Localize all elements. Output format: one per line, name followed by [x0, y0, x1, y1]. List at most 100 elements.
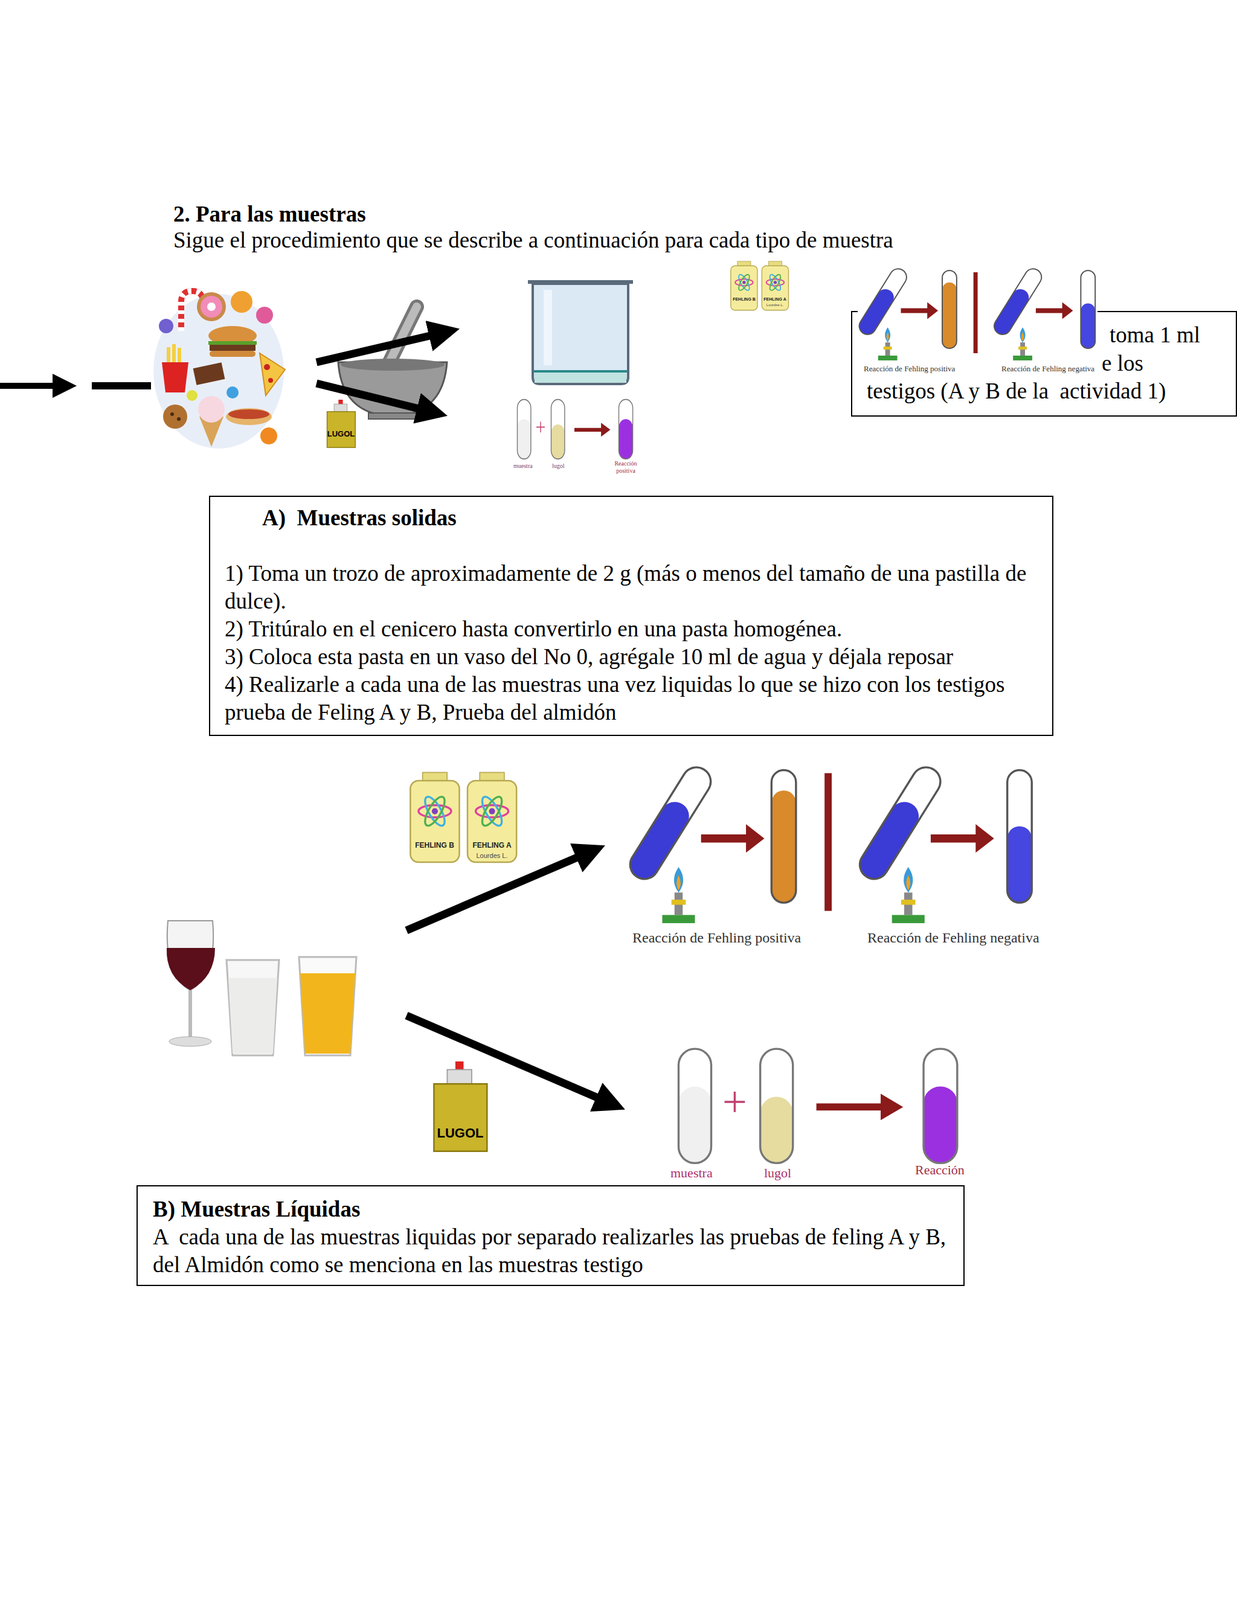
flow-arrows	[316, 383, 437, 414]
subtitle: Sigue el procedimiento que se describe a…	[173, 227, 894, 254]
food-illustration	[207, 302, 216, 312]
box-text: 4) Realizarle a cada una de las muestras…	[224, 671, 1035, 727]
tube-caption: Reacción de Fehling positiva	[632, 930, 801, 948]
beaker	[527, 280, 633, 284]
beaker	[534, 371, 627, 383]
beaker	[527, 282, 633, 385]
box-heading: A) Muestras solidas	[224, 504, 1035, 533]
mortar-and-pestle	[371, 306, 417, 399]
drinks-illustration	[228, 978, 278, 1054]
food-illustration	[161, 362, 189, 393]
note-box: toma 1 mle lostestigos (A y B de la acti…	[851, 311, 1237, 417]
lugol-test-illustration	[678, 1049, 957, 1164]
food-illustration	[256, 306, 274, 324]
flow-arrows	[316, 331, 449, 363]
food-illustration	[263, 364, 270, 371]
bottle-label: LUGOL	[326, 430, 356, 440]
food-illustration	[186, 390, 198, 402]
drinks-illustration	[166, 921, 357, 1056]
food-illustration	[153, 291, 286, 449]
tube-caption: Reacción de Fehling negativa	[867, 930, 1040, 948]
beaker	[532, 283, 629, 385]
flow-arrows	[0, 385, 152, 387]
box-text: A cada una de las muestras liquidas por …	[152, 1223, 958, 1280]
food-illustration	[181, 291, 203, 331]
drinks-illustration	[169, 1037, 212, 1047]
flow-arrows	[406, 1015, 615, 1106]
bottle-label: LUGOL	[433, 1125, 487, 1141]
flow-arrows	[316, 331, 449, 414]
food-illustration	[199, 416, 224, 447]
mortar-and-pestle	[338, 306, 447, 420]
fehling-bottles	[730, 261, 789, 311]
flow-arrows	[406, 850, 615, 1106]
food-illustration	[158, 318, 174, 334]
fehling-illustration	[624, 762, 1032, 924]
bottle-label: FEHLING B	[730, 297, 758, 303]
tube-caption: muestra	[670, 1165, 713, 1181]
flow-arrows	[91, 382, 152, 390]
lugol-bottle	[327, 399, 356, 448]
drinks-illustration	[167, 921, 214, 991]
box-text: e los	[1101, 349, 1144, 378]
beaker	[533, 370, 627, 373]
food-illustration	[163, 404, 188, 429]
food-illustration	[226, 386, 239, 399]
food-illustration	[208, 326, 257, 346]
flow-arrows	[0, 382, 68, 389]
food-illustration	[259, 353, 286, 396]
tube-caption: Reacción positiva	[611, 460, 641, 475]
food-illustration	[209, 344, 256, 351]
bottle-label: Lourdes L.	[467, 852, 517, 861]
mortar-and-pestle	[338, 362, 447, 414]
tube-caption: Reacción	[915, 1162, 965, 1178]
box-text: 1) Toma un trozo de aproximadamente de 2…	[224, 559, 1035, 616]
box-text: 3) Coloca esta pasta en un vaso del No 0…	[224, 643, 1035, 672]
food-illustration	[176, 417, 181, 421]
drinks-illustration	[300, 973, 356, 1054]
lugol-bottle	[433, 1061, 487, 1152]
food-illustration	[208, 341, 257, 345]
mortar-and-pestle	[340, 358, 445, 371]
bottle-label: FEHLING A	[761, 297, 789, 303]
food-illustration	[177, 347, 182, 367]
tube-caption: lugol	[764, 1165, 792, 1181]
food-illustration	[230, 291, 253, 313]
food-illustration	[172, 344, 176, 367]
food-illustration	[198, 396, 225, 423]
tube-caption: Reacción de Fehling positiva	[863, 364, 955, 374]
box-text: 2) Tritúralo en el cenicero hasta conver…	[224, 615, 1035, 644]
drinks-illustration	[188, 990, 193, 1041]
flow-arrows	[406, 850, 595, 931]
tube-caption: Reacción de Fehling negativa	[1001, 364, 1095, 374]
page-heading: 2. Para las muestras	[173, 200, 367, 229]
drinks-illustration	[226, 960, 280, 1056]
food-illustration	[166, 347, 171, 367]
tube-caption: lugol	[552, 462, 565, 470]
box-text: testigos (A y B de la actividad 1)	[866, 377, 1166, 406]
food-illustration	[225, 408, 272, 426]
bottle-label: FEHLING A	[467, 841, 517, 851]
fehling-bottles	[410, 772, 517, 863]
food-illustration	[209, 350, 256, 357]
tube-caption: muestra	[513, 462, 533, 470]
drinks-illustration	[298, 957, 357, 1056]
mortar-and-pestle	[368, 413, 417, 420]
drinks-illustration	[166, 948, 216, 991]
food-illustration	[240, 311, 243, 339]
instruction-box: A) Muestras solidas 1) Toma un trozo de a…	[208, 495, 1054, 737]
box-text: toma 1 ml	[1109, 321, 1201, 350]
food-illustration	[170, 412, 174, 417]
food-illustration	[193, 362, 226, 385]
food-illustration	[200, 295, 223, 318]
food-illustration	[196, 292, 226, 322]
food-illustration	[260, 427, 278, 445]
lugol-test-illustration	[517, 399, 633, 460]
mortar-and-pestle	[371, 306, 417, 399]
beaker	[543, 289, 553, 366]
bottle-label: FEHLING B	[410, 841, 460, 851]
food-illustration	[268, 378, 274, 383]
food-illustration	[228, 409, 270, 420]
food-illustration	[153, 294, 284, 449]
